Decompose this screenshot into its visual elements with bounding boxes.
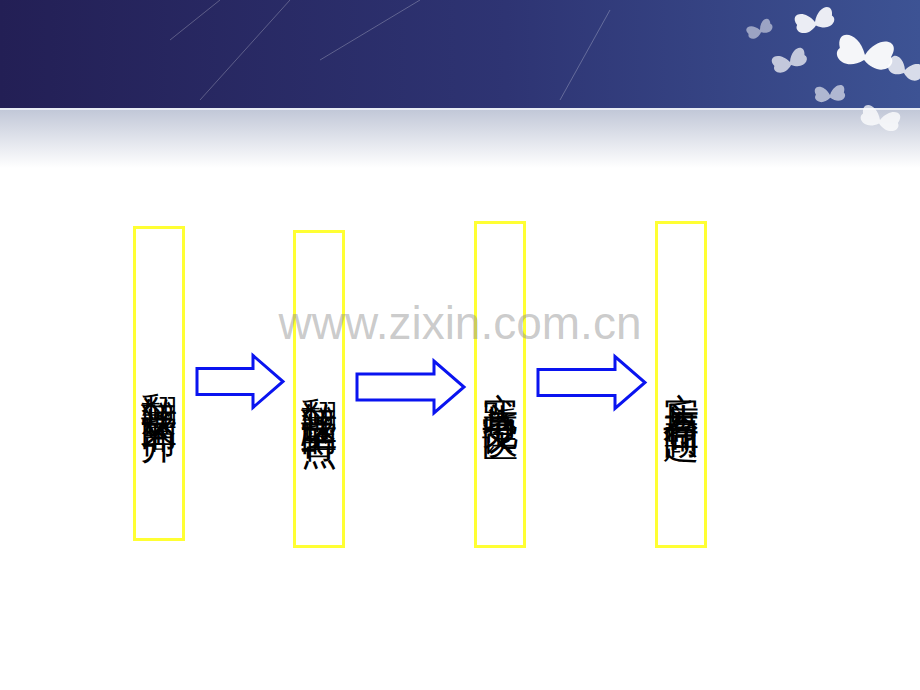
box-label: 翻转课堂的特点 xyxy=(299,368,339,410)
process-box: 翻转课堂的简介 xyxy=(133,226,185,541)
process-box: 实质与存在问题 xyxy=(655,221,707,548)
box-label: 实践与常见误区 xyxy=(480,364,520,406)
banner-rule xyxy=(0,108,920,110)
banner xyxy=(0,0,920,108)
light-streaks xyxy=(170,0,610,100)
process-box: 实践与常见误区 xyxy=(474,221,526,548)
box-label: 翻转课堂的简介 xyxy=(139,363,179,405)
flow-arrow xyxy=(357,361,464,413)
banner-band xyxy=(0,110,920,168)
flow-arrow xyxy=(538,357,645,409)
watermark: www.zixin.com.cn xyxy=(0,296,920,350)
process-box: 翻转课堂的特点 xyxy=(293,230,345,548)
box-label: 实质与存在问题 xyxy=(661,364,701,406)
flow-arrow xyxy=(197,356,283,408)
butterflies xyxy=(745,6,920,133)
